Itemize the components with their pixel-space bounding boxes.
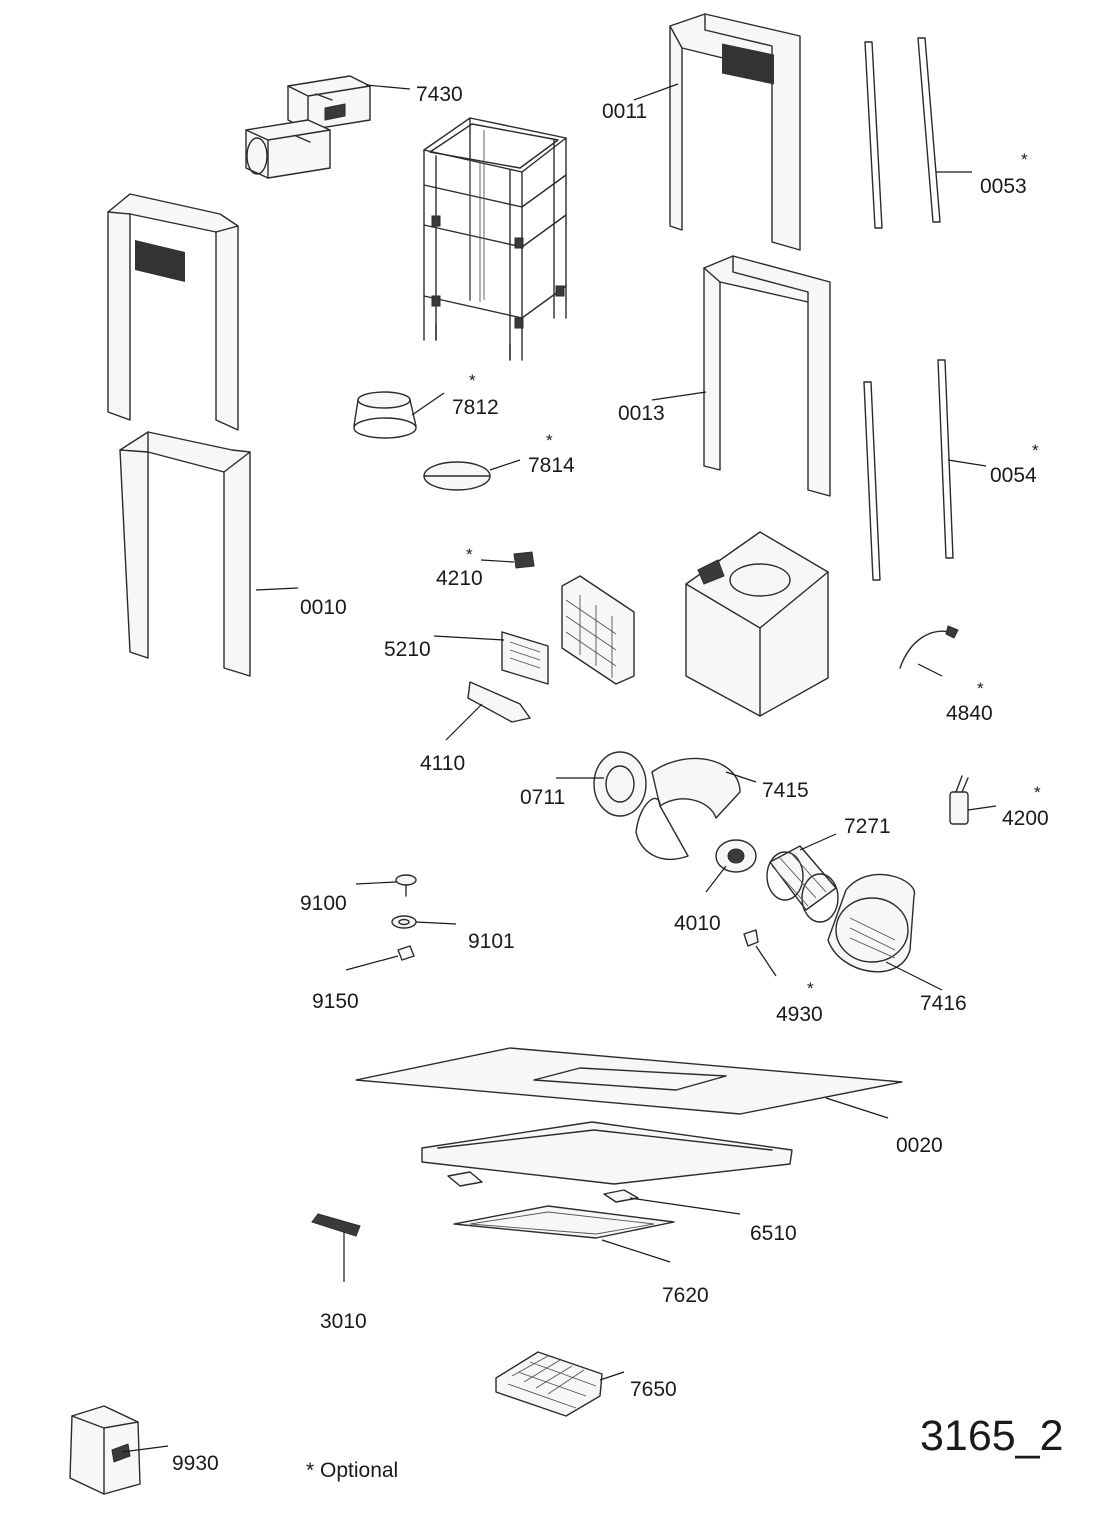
part-label-7812: 7812: [452, 396, 499, 419]
charcoal-filter-drawing: [495, 1351, 603, 1417]
upper-chimney-drawing: [669, 13, 801, 251]
chimney-panel-lower-drawing: [119, 431, 251, 677]
rail-0054-drawing: [863, 359, 954, 581]
switch-drawing: [513, 551, 535, 569]
optional-marker: *: [546, 431, 553, 450]
part-label-0013: 0013: [618, 402, 665, 425]
part-label-6510: 6510: [750, 1222, 797, 1245]
part-label-4110: 4110: [420, 752, 465, 775]
filter-frame-drawing: [453, 1205, 675, 1239]
part-label-4930: 4930: [776, 1003, 823, 1026]
hood-body-drawing: [421, 1121, 793, 1203]
part-label-4010: 4010: [674, 912, 721, 935]
optional-footnote: * Optional: [306, 1459, 398, 1482]
optional-marker: *: [807, 979, 814, 998]
part-labels: 7430 0011 * 0053 * 7812 0013 * 7814 * 00…: [172, 83, 1049, 1475]
connector-drawing: [743, 929, 759, 947]
part-label-4210: 4210: [436, 567, 483, 590]
part-label-0711: 0711: [520, 786, 565, 809]
optional-marker: *: [1032, 441, 1039, 460]
valve-disc-drawing: [423, 461, 491, 491]
part-label-0011: 0011: [602, 100, 647, 123]
motor-drawing: [715, 839, 757, 873]
part-label-9930: 9930: [172, 1452, 219, 1475]
optional-marker: *: [1034, 783, 1041, 802]
part-label-9150: 9150: [312, 990, 359, 1013]
part-label-7271: 7271: [844, 815, 891, 838]
part-label-7814: 7814: [528, 454, 575, 477]
parts-bag-drawing: [69, 1405, 141, 1495]
housing-box-drawing: [685, 531, 829, 717]
motor-plate-drawing: [593, 751, 647, 817]
part-label-0020: 0020: [896, 1134, 943, 1157]
impeller-drawing: [766, 845, 839, 923]
light-drawing: [467, 681, 531, 723]
optional-marker: *: [466, 545, 473, 564]
part-label-0054: 0054: [990, 464, 1037, 487]
part-label-3010: 3010: [320, 1310, 367, 1333]
duct-adapter-drawing: [245, 75, 371, 179]
capacitor-drawing: [949, 775, 969, 825]
part-label-4840: 4840: [946, 702, 993, 725]
rail-0053-drawing: [864, 37, 941, 229]
collar-drawing: [353, 391, 417, 439]
switch-module-drawing: [311, 1213, 361, 1237]
scroll-front-drawing: [635, 757, 741, 861]
part-label-7650: 7650: [630, 1378, 677, 1401]
optional-marker: *: [1021, 150, 1028, 169]
part-label-5210: 5210: [384, 638, 431, 661]
control-board-drawing: [501, 631, 549, 685]
grille-panel-drawing: [561, 575, 635, 685]
part-label-0053: 0053: [980, 175, 1027, 198]
part-label-7430: 7430: [416, 83, 463, 106]
lower-chimney-drawing: [703, 255, 831, 497]
part-label-9101: 9101: [468, 930, 515, 953]
part-label-9100: 9100: [300, 892, 347, 915]
part-label-7620: 7620: [662, 1284, 709, 1307]
part-label-7416: 7416: [920, 992, 967, 1015]
mounting-frame-drawing: [423, 117, 567, 361]
leader-lines: [121, 83, 997, 1453]
chimney-panel-upper-drawing: [107, 193, 239, 431]
scroll-back-drawing: [827, 873, 916, 973]
part-label-4200: 4200: [1002, 807, 1049, 830]
optional-marker: *: [469, 371, 476, 390]
glass-panel-drawing: [355, 1047, 903, 1115]
diagram-reference: 3165_2: [920, 1412, 1064, 1460]
part-label-0010: 0010: [300, 596, 347, 619]
small-parts-drawing: [391, 874, 417, 961]
part-label-7415: 7415: [762, 779, 809, 802]
cable-drawing: [899, 625, 959, 669]
optional-marker: *: [977, 679, 984, 698]
